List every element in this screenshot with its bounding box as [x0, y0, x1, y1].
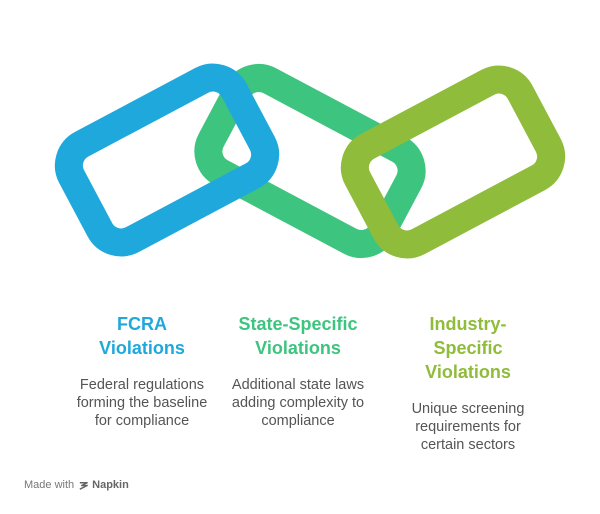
- item-title: State-Specific Violations: [213, 312, 383, 360]
- napkin-brand-label: Napkin: [92, 479, 129, 491]
- title-line: Specific: [433, 338, 503, 358]
- chain-links-illustration: [54, 63, 566, 259]
- title-line: Industry-: [429, 314, 507, 334]
- chain-link-blue: [54, 63, 280, 257]
- made-with-label: Made with: [24, 479, 75, 491]
- title-line: Violations: [425, 362, 511, 382]
- desc-line: requirements for: [415, 419, 521, 435]
- title-line: State-Specific: [238, 314, 358, 334]
- desc-line: forming the baseline: [76, 395, 208, 411]
- desc-line: Additional state laws: [231, 377, 365, 393]
- chain-link-green: [194, 64, 426, 258]
- item-description: Federal regulations forming the baseline…: [57, 376, 227, 430]
- item-state-specific: State-Specific Violations Additional sta…: [213, 312, 383, 430]
- desc-line: for compliance: [94, 413, 190, 429]
- item-description: Additional state laws adding complexity …: [213, 376, 383, 430]
- chain-link-olive: [340, 65, 566, 259]
- desc-line: Unique screening: [411, 401, 525, 417]
- title-line: FCRA: [117, 314, 167, 334]
- footer-attribution: Made with Napkin: [24, 479, 129, 491]
- item-industry-specific: Industry- Specific Violations Unique scr…: [383, 312, 553, 454]
- item-fcra: FCRA Violations Federal regulations form…: [57, 312, 227, 430]
- desc-line: adding complexity to: [231, 395, 365, 411]
- item-description: Unique screening requirements for certai…: [383, 400, 553, 454]
- desc-line: Federal regulations: [79, 377, 205, 393]
- title-line: Violations: [255, 338, 341, 358]
- napkin-brand[interactable]: Napkin: [78, 479, 129, 491]
- item-title: Industry- Specific Violations: [383, 312, 553, 384]
- title-line: Violations: [99, 338, 185, 358]
- item-title: FCRA Violations: [57, 312, 227, 360]
- napkin-logo-icon: [79, 481, 89, 490]
- desc-line: certain sectors: [420, 437, 516, 453]
- desc-line: compliance: [261, 413, 335, 429]
